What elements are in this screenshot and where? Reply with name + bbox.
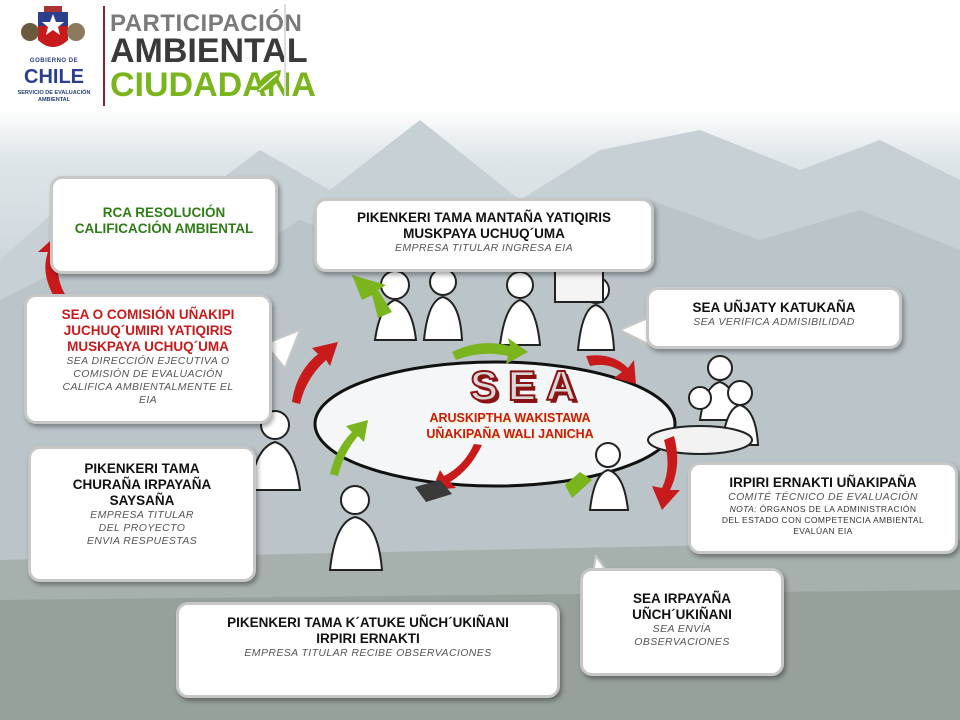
gobierno-logo <box>8 4 98 108</box>
red-arrow-4 <box>292 342 338 404</box>
ingresa-sub: EMPRESA TITULAR INGRESA EIA <box>394 242 574 254</box>
califica-title2: JUCHUQ´UMIRI YATIQIRIS <box>63 323 233 338</box>
observaciones-title2: UÑCH´UKIÑANI <box>632 607 732 622</box>
ingresa-title2: MUSKPAYA UCHUQ´UMA <box>403 226 565 241</box>
observaciones-sub2: OBSERVACIONES <box>634 636 730 648</box>
comite-title1: IRPIRI ERNAKTI UÑAKIPAÑA <box>729 475 917 490</box>
title-line1: PARTICIPACIÓN <box>110 10 303 37</box>
respuestas-title2: CHURAÑA IRPAYAÑA <box>72 477 212 492</box>
center-line1: ARUSKIPTHA WAKISTAWA <box>429 411 591 425</box>
recibe-title2: IRPIRI ERNAKTI <box>316 631 420 646</box>
box-recibe: PIKENKERI TAMA K´ATUKE UÑCH´UKIÑANI IRPI… <box>176 602 560 698</box>
logo-divider <box>103 6 105 106</box>
red-arrow-1 <box>586 355 636 384</box>
box-ingresa: PIKENKERI TAMA MANTAÑA YATIQIRIS MUSKPAY… <box>314 198 654 272</box>
red-arrow-3 <box>432 444 482 490</box>
comite-nota3: EVALÚAN EIA <box>793 526 853 536</box>
rca-title1: RCA RESOLUCIÓN <box>102 205 226 220</box>
box-admisibilidad: SEA UÑJATY KATUKAÑA SEA VERIFICA ADMISIB… <box>646 287 902 349</box>
center-caption: ARUSKIPTHA WAKISTAWA UÑAKIPAÑA WALI JANI… <box>390 410 630 442</box>
rca-title2: CALIFICACIÓN AMBIENTAL <box>74 221 254 236</box>
callout-pointer-admisibilidad <box>617 316 649 346</box>
box-rca: RCA RESOLUCIÓN CALIFICACIÓN AMBIENTAL <box>50 176 278 274</box>
box-califica: SEA O COMISIÓN UÑAKIPI JUCHUQ´UMIRI YATI… <box>24 294 272 424</box>
callout-pointer-califica <box>263 328 302 370</box>
respuestas-sub1: EMPRESA TITULAR <box>90 509 194 521</box>
comite-sub: COMITÉ TÉCNICO DE EVALUACIÓN <box>728 491 918 503</box>
admisibilidad-sub: SEA VERIFICA ADMISIBILIDAD <box>693 316 855 328</box>
green-arrow-1 <box>352 275 392 318</box>
recibe-sub: EMPRESA TITULAR RECIBE OBSERVACIONES <box>244 647 492 659</box>
box-respuestas: PIKENKERI TAMA CHURAÑA IRPAYAÑA SAYSAÑA … <box>28 446 256 582</box>
book-icon-green <box>565 472 592 498</box>
people-figures-icon <box>248 268 760 571</box>
califica-title1: SEA O COMISIÓN UÑAKIPI <box>61 307 235 322</box>
califica-sub2: COMISIÓN DE EVALUACIÓN <box>73 368 223 380</box>
coat-of-arms-icon <box>21 6 85 47</box>
comite-nota2: DEL ESTADO CON COMPETENCIA AMBIENTAL <box>721 515 925 525</box>
respuestas-sub2: DEL PROYECTO <box>98 522 186 534</box>
observaciones-sub1: SEA ENVÍA <box>652 623 712 635</box>
califica-sub4: EIA <box>138 394 158 406</box>
center-line2: UÑAKIPAÑA WALI JANICHA <box>426 427 594 441</box>
header-rule <box>284 4 286 96</box>
comite-nota1-text: ÓRGANOS DE LA ADMINISTRACIÓN <box>759 504 917 514</box>
califica-sub3: CALIFICA AMBIENTALMENTE EL <box>62 381 234 393</box>
recibe-title1: PIKENKERI TAMA K´ATUKE UÑCH´UKIÑANI <box>227 615 509 630</box>
respuestas-title3: SAYSAÑA <box>109 493 175 508</box>
admisibilidad-title1: SEA UÑJATY KATUKAÑA <box>692 300 856 315</box>
title-line3: CIUDADANA <box>110 66 316 104</box>
ingresa-title1: PIKENKERI TAMA MANTAÑA YATIQIRIS <box>356 210 611 225</box>
comite-nota1: NOTA: ÓRGANOS DE LA ADMINISTRACIÓN <box>691 504 955 515</box>
green-arrow-3 <box>330 420 368 476</box>
respuestas-sub3: ENVIA RESPUESTAS <box>86 535 198 547</box>
title-line2: AMBIENTAL <box>110 32 308 70</box>
logo-line1: GOBIERNO DE <box>29 58 79 64</box>
logo-line3: SERVICIO DE EVALUACIÓN AMBIENTAL <box>17 90 91 103</box>
central-ellipse <box>313 360 677 488</box>
red-arrow-2 <box>652 436 680 510</box>
box-comite: IRPIRI ERNAKTI UÑAKIPAÑA COMITÉ TÉCNICO … <box>688 462 958 554</box>
logo-country: CHILE <box>24 66 84 88</box>
green-arrow-2 <box>452 338 528 364</box>
califica-title3: MUSKPAYA UCHUQ´UMA <box>67 339 229 354</box>
book-icon-dark <box>415 480 452 502</box>
box-observaciones: SEA IRPAYAÑA UÑCH´UKIÑANI SEA ENVÍA OBSE… <box>580 568 784 676</box>
califica-sub1: SEA DIRECCIÓN EJECUTIVA O <box>66 355 230 367</box>
comite-nota-label: NOTA: <box>729 504 757 514</box>
respuestas-title1: PIKENKERI TAMA <box>84 461 200 476</box>
header: GOBIERNO DE CHILE SERVICIO DE EVALUACIÓN… <box>0 0 960 112</box>
leaf-icon <box>257 70 281 92</box>
sea-logo: SEA <box>469 361 587 410</box>
observaciones-title1: SEA IRPAYAÑA <box>632 591 732 606</box>
